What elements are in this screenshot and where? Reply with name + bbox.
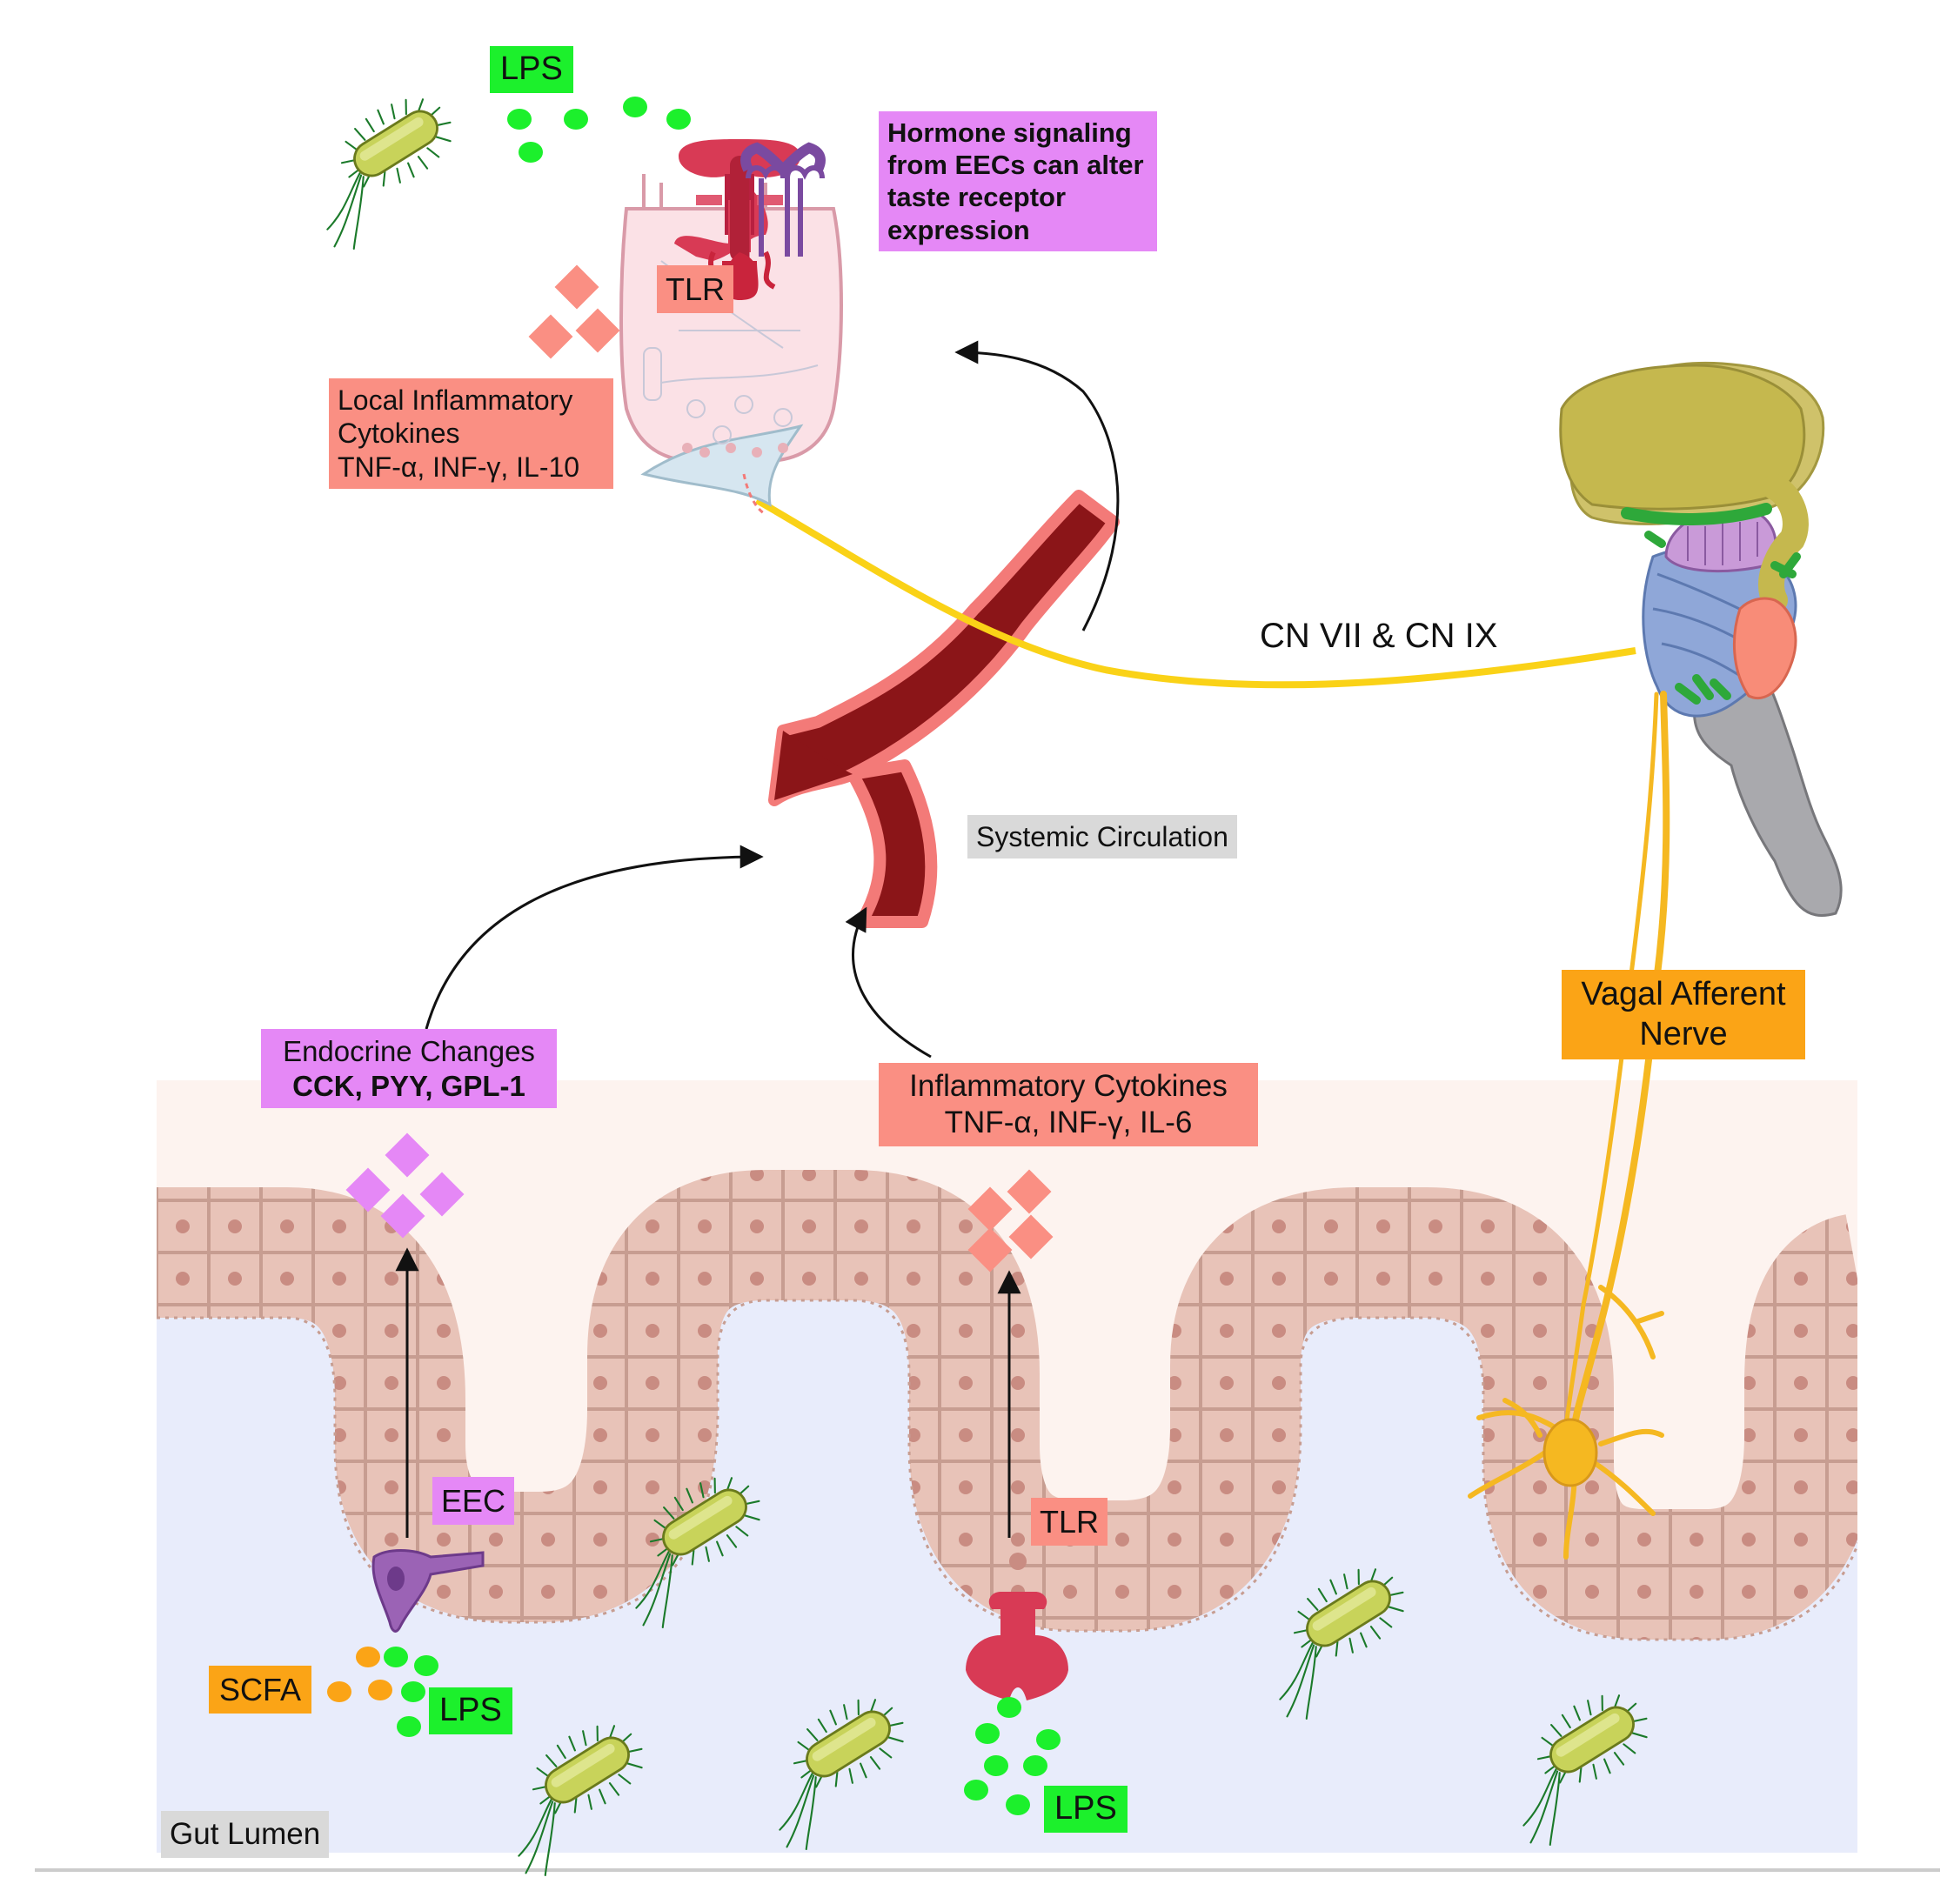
epithelium bbox=[157, 1170, 1884, 1640]
vagal-neuron-soma bbox=[1542, 1418, 1598, 1487]
scfa-dots bbox=[327, 1647, 392, 1702]
vagal-afferent-label: Vagal Afferent Nerve bbox=[1562, 970, 1805, 1060]
bacterium-top bbox=[284, 79, 482, 258]
signal-arrows bbox=[395, 340, 1120, 1538]
inflammatory-cytokines-label: Inflammatory Cytokines TNF-α, INF-γ, IL-… bbox=[879, 1063, 1258, 1146]
taste-bud-cell bbox=[619, 139, 843, 515]
cranial-nerves-label: CN VII & CN IX bbox=[1260, 617, 1498, 655]
vagal-afferent-nerve bbox=[1468, 691, 1670, 1560]
eec-label: EEC bbox=[432, 1477, 515, 1526]
lps-label-bottom-center: LPS bbox=[1044, 1786, 1128, 1833]
lps-dots-top bbox=[507, 97, 691, 163]
lps-label-bottom-left: LPS bbox=[429, 1687, 512, 1734]
endocrine-changes-label: Endocrine Changes CCK, PYY, GPL-1 bbox=[261, 1029, 557, 1109]
tlr-label-bottom: TLR bbox=[1031, 1498, 1108, 1547]
local-inflammatory-label: Local Inflammatory Cytokines TNF-α, INF-… bbox=[329, 378, 613, 490]
hormone-signaling-label: Hormone signaling from EECs can alter ta… bbox=[879, 111, 1157, 251]
brain bbox=[1559, 362, 1843, 917]
tlr-label-top: TLR bbox=[657, 265, 734, 314]
lps-dots-bottom-center bbox=[964, 1697, 1061, 1815]
cranial-nerve-path bbox=[755, 497, 1636, 689]
scfa-label: SCFA bbox=[209, 1666, 312, 1714]
systemic-circulation-label: Systemic Circulation bbox=[967, 815, 1237, 859]
tlr-receptor-bottom bbox=[966, 1553, 1068, 1700]
lps-label-top: LPS bbox=[490, 46, 573, 93]
gut-lumen-label: Gut Lumen bbox=[161, 1811, 330, 1858]
lps-dots-bottom-left bbox=[384, 1647, 438, 1737]
blood-vessel bbox=[768, 490, 1120, 928]
cytokine-diamonds-top bbox=[528, 264, 620, 359]
eec-cell bbox=[371, 1549, 485, 1633]
